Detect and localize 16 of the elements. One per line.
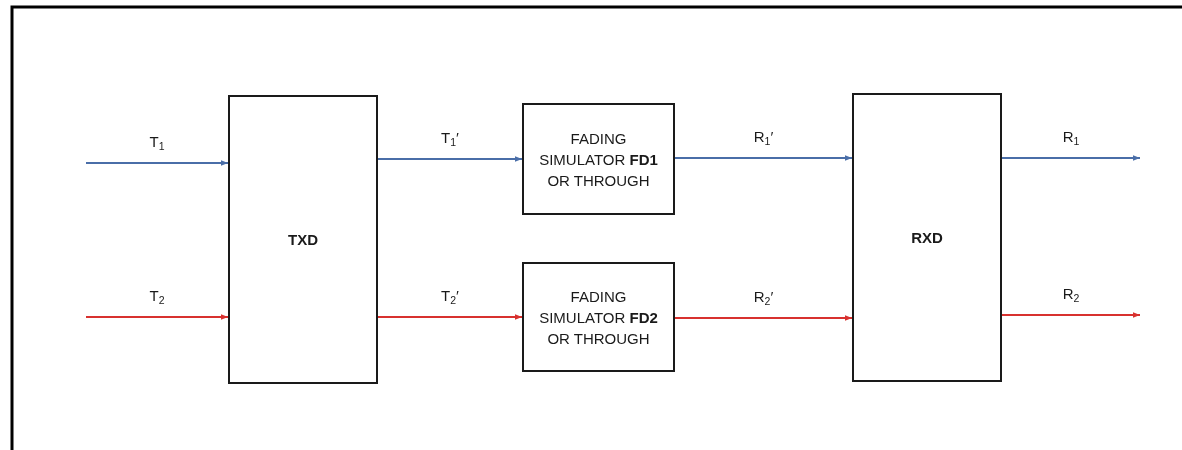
box-label: FADING SIMULATOR FD1 OR THROUGH	[538, 128, 659, 191]
arrow	[377, 156, 523, 162]
arrow	[1001, 312, 1141, 318]
process-box	[522, 103, 675, 215]
arrow	[674, 155, 853, 161]
transmitter-box	[228, 95, 378, 384]
process-box	[522, 262, 675, 372]
arrow	[674, 315, 853, 321]
box-label: FADING SIMULATOR FD2 OR THROUGH	[538, 286, 659, 349]
arrow	[85, 314, 229, 320]
box-label: TXD	[287, 230, 319, 250]
box-label: RXD	[910, 228, 944, 248]
arrow	[1001, 155, 1141, 161]
arrow	[85, 160, 229, 166]
receiver-box	[852, 93, 1002, 382]
arrow	[377, 314, 523, 320]
